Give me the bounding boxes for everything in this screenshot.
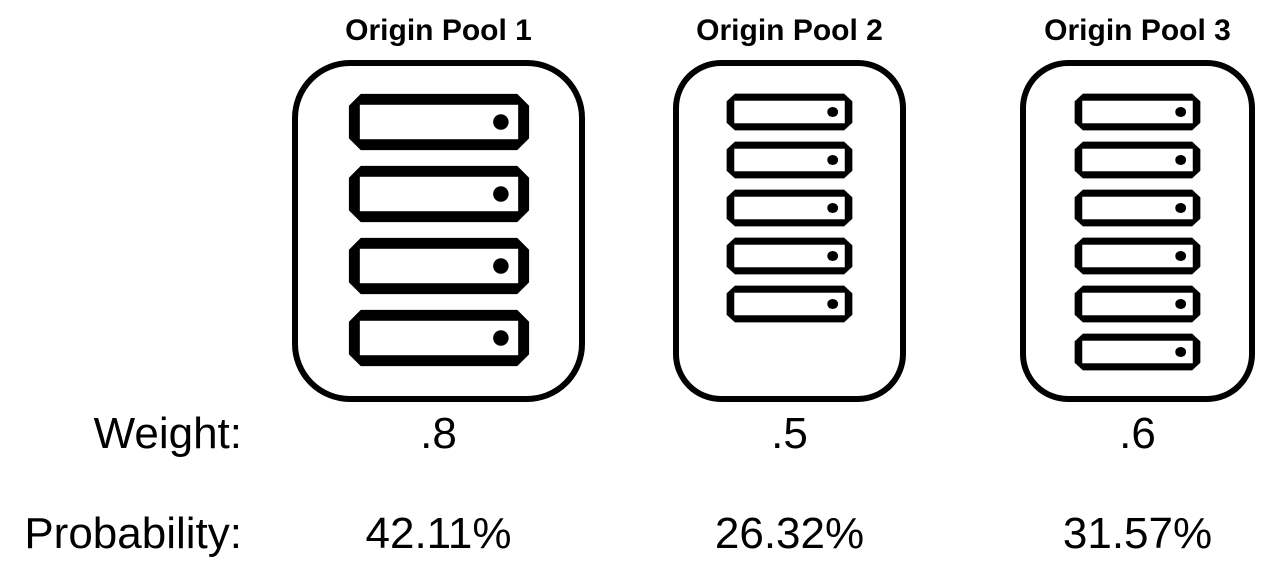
origin-pool-2-title: Origin Pool 2 bbox=[696, 14, 883, 47]
server-icon bbox=[1074, 189, 1201, 227]
origin-pool-1-server-rack bbox=[298, 93, 579, 367]
server-icon bbox=[1074, 141, 1201, 179]
weight-row-label: Weight: bbox=[93, 409, 242, 458]
origin-pool-3-title: Origin Pool 3 bbox=[1044, 14, 1231, 47]
server-icon bbox=[348, 309, 529, 367]
origin-pool-3-server-rack bbox=[1026, 93, 1249, 371]
origin-pool-2-weight-value: .5 bbox=[771, 409, 808, 458]
origin-pool-3-weight-value: .6 bbox=[1119, 409, 1156, 458]
origin-pool-3-probability-value: 31.57% bbox=[1062, 509, 1213, 558]
server-icon bbox=[1074, 237, 1201, 275]
origin-pool-1-box bbox=[292, 60, 585, 402]
server-icon bbox=[348, 93, 529, 151]
origin-pool-2-box bbox=[673, 60, 906, 402]
origin-pool-1: Origin Pool 1 .8 42.11% bbox=[292, 0, 585, 586]
origin-pool-2-probability-value: 26.32% bbox=[714, 509, 865, 558]
origin-pool-1-title: Origin Pool 1 bbox=[345, 14, 532, 47]
server-icon bbox=[1074, 93, 1201, 131]
probability-row-label: Probability: bbox=[24, 509, 242, 558]
server-icon bbox=[726, 93, 853, 131]
origin-pool-2-server-rack bbox=[679, 93, 900, 323]
server-icon bbox=[726, 141, 853, 179]
server-icon bbox=[726, 189, 853, 227]
server-icon bbox=[348, 237, 529, 295]
origin-pool-3-box bbox=[1020, 60, 1255, 402]
server-icon bbox=[348, 165, 529, 223]
origin-pool-3: Origin Pool 3 .6 31.57% bbox=[1020, 0, 1255, 586]
server-icon bbox=[726, 237, 853, 275]
origin-pool-1-probability-value: 42.11% bbox=[365, 509, 512, 558]
origin-pool-1-weight-value: .8 bbox=[420, 409, 457, 458]
server-icon bbox=[726, 285, 853, 323]
server-icon bbox=[1074, 285, 1201, 323]
origin-pool-2: Origin Pool 2 .5 26.32% bbox=[673, 0, 906, 586]
server-icon bbox=[1074, 333, 1201, 371]
